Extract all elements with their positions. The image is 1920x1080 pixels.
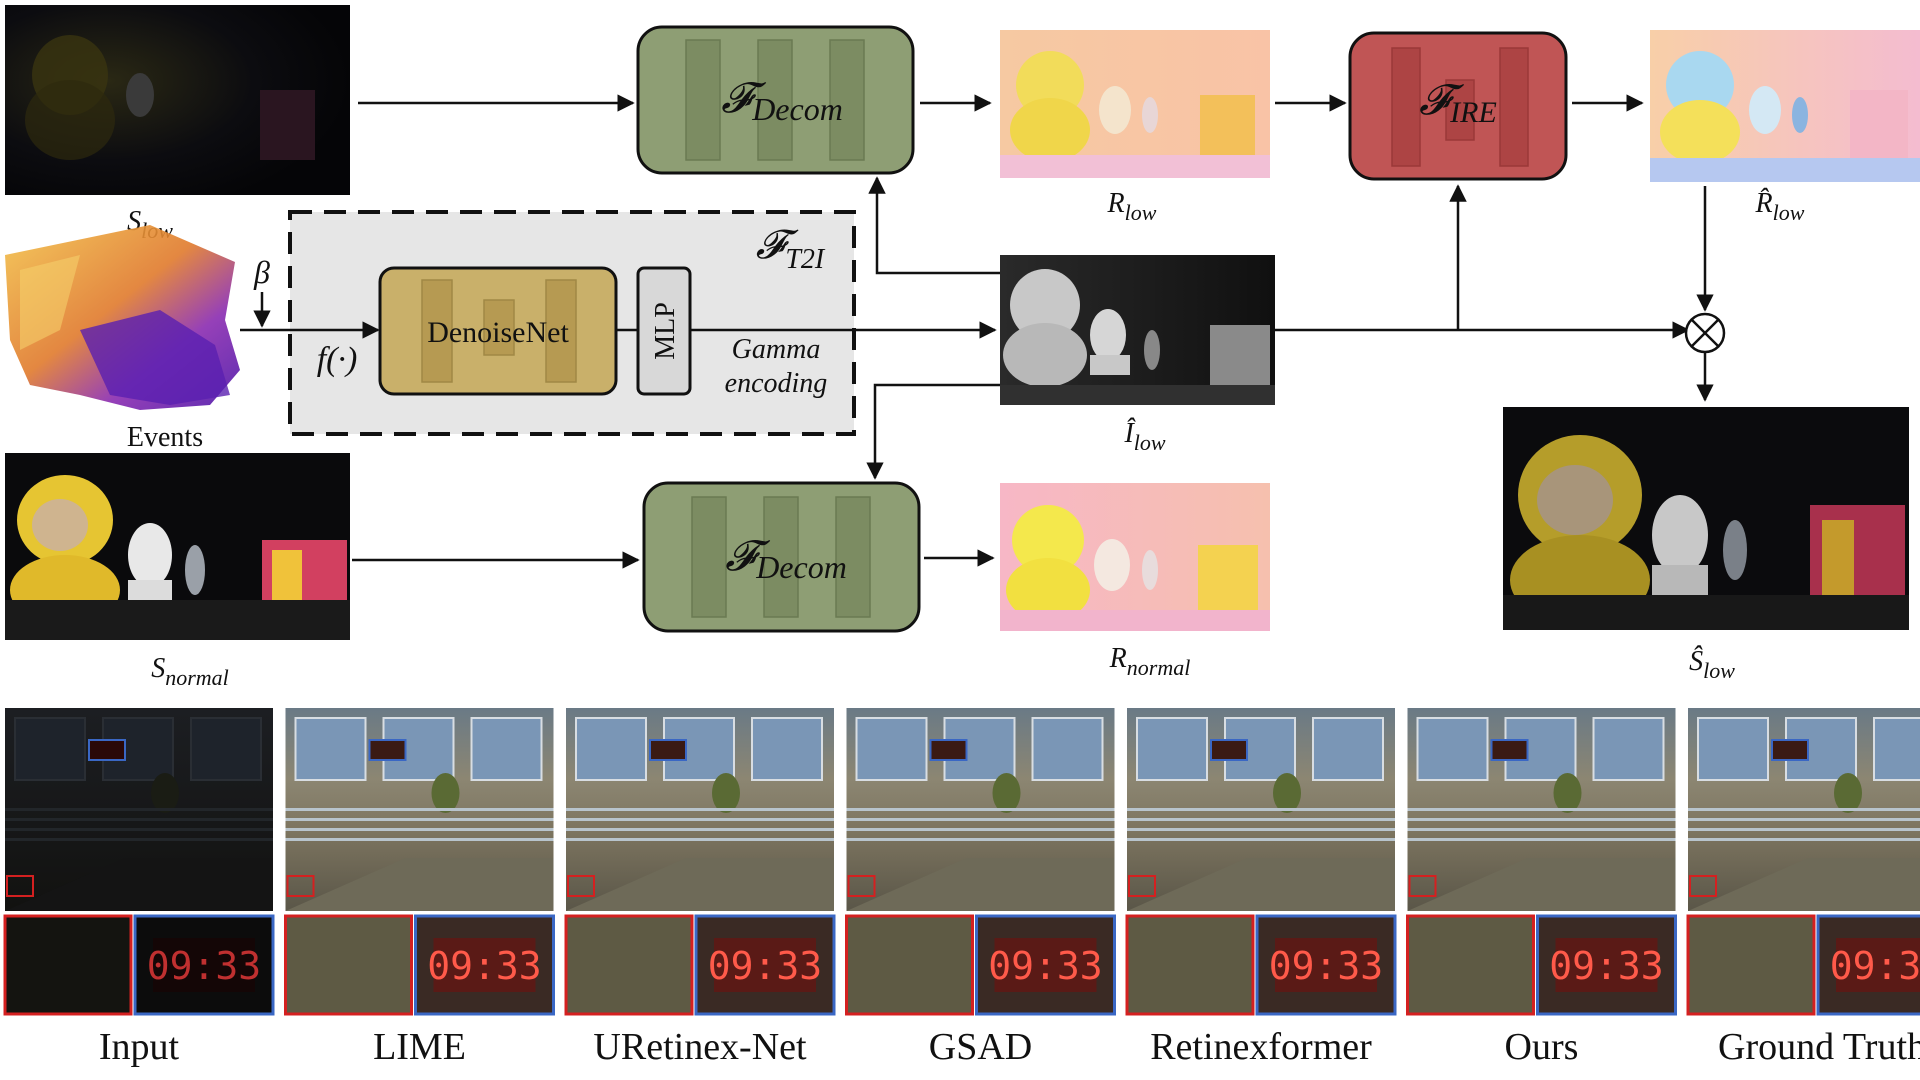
r-hat-low-image [1650, 30, 1920, 182]
r-low-image [1000, 30, 1270, 178]
s-normal-label: Snormal [151, 653, 229, 690]
multiply-cross-b [1691, 319, 1719, 347]
i-low-image [1000, 255, 1275, 405]
events-label: Events [127, 422, 203, 453]
method-caption: GSAD [928, 1026, 1033, 1068]
decom-top-label: 𝓕Decom [721, 76, 843, 127]
method-caption: Retinexformer [1150, 1026, 1372, 1068]
compare-panel-ground-truth: 09:33 [1686, 708, 1920, 1016]
events-image [5, 225, 240, 410]
clock-readout: 09:33 [147, 944, 261, 988]
decom-bottom-block [642, 481, 921, 633]
clock-readout: 09:33 [1830, 944, 1920, 988]
ilow-to-decom-bottom-arrow [866, 383, 1000, 480]
i-low-label: Îlow [1123, 418, 1165, 455]
beta-label: β [253, 254, 270, 290]
s-low-image [5, 5, 350, 195]
comparison-strip: 09:33 09:33 09:33 09:33 09:33 09:33 09:33 [3, 708, 1920, 1016]
compare-panel-ours: 09:33 [1406, 708, 1677, 1016]
compare-panel-lime: 09:33 [284, 708, 555, 1016]
s-normal-image [5, 453, 350, 640]
s-hat-low-label: Ŝlow [1689, 646, 1735, 683]
mlp-label: MLP [650, 302, 681, 360]
denoisenet-label: DenoiseNet [427, 316, 569, 349]
ire-block [1348, 31, 1568, 181]
f-function-label: f(·) [317, 341, 358, 378]
r-normal-label: Rnormal [1109, 643, 1191, 680]
method-caption: URetinex-Net [593, 1026, 807, 1068]
s-hat-low-image [1503, 407, 1909, 630]
ilow-to-decom-top-arrow [868, 176, 1000, 275]
method-caption: Ours [1504, 1026, 1579, 1068]
compare-panel-uretinex-net: 09:33 [564, 708, 836, 1016]
decom-top-block [636, 25, 915, 175]
gamma-label: Gamma [732, 334, 821, 365]
method-caption: Input [98, 1026, 180, 1068]
method-caption: LIME [373, 1026, 466, 1068]
r-normal-image [1000, 483, 1270, 631]
encoding-label: encoding [725, 368, 828, 399]
r-low-label: Rlow [1107, 188, 1157, 225]
denoisenet-block [378, 266, 618, 396]
method-caption: Ground Truth [1718, 1026, 1920, 1068]
compare-panel-retinexformer: 09:33 [1125, 708, 1397, 1016]
clock-readout: 09:33 [427, 944, 541, 988]
clock-readout: 09:33 [988, 944, 1102, 988]
clock-readout: 09:33 [708, 944, 822, 988]
clock-readout: 09:33 [1269, 944, 1383, 988]
compare-panel-input: 09:33 [3, 708, 275, 1016]
clock-readout: 09:33 [1549, 944, 1663, 988]
compare-panel-gsad: 09:33 [845, 708, 1116, 1016]
r-hat-low-label: R̂low [1755, 188, 1805, 225]
